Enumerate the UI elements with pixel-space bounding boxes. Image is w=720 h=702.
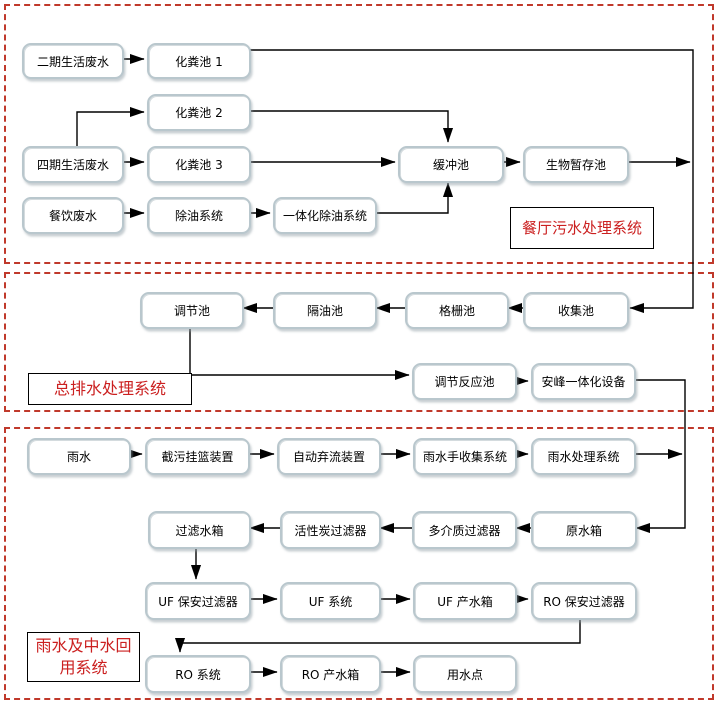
node-raw-water-tank: 原水箱	[531, 511, 637, 549]
node-filter-water-tank: 过滤水箱	[148, 511, 251, 549]
node-rainwater-collection-system: 雨水手收集系统	[413, 438, 517, 475]
node-auto-discard-device: 自动弃流装置	[277, 438, 381, 475]
node-septic-tank-3: 化粪池 3	[147, 146, 251, 183]
node-regulating-tank: 调节池	[140, 292, 244, 329]
node-uf-security-filter: UF 保安过滤器	[145, 582, 251, 620]
section-restaurant-sewage	[4, 4, 714, 264]
node-ro-system: RO 系统	[145, 655, 251, 693]
node-uf-product-tank: UF 产水箱	[413, 582, 517, 620]
arrow-regulating-to-reaction	[189, 325, 410, 381]
label-rain-reuse-system: 雨水及中水回用系统	[27, 632, 140, 682]
arrow-phase4-to-septic2	[76, 106, 145, 146]
label-restaurant-sewage-system: 餐厅污水处理系统	[510, 207, 654, 249]
node-septic-tank-2: 化粪池 2	[147, 94, 251, 131]
node-phase2-wastewater: 二期生活废水	[22, 43, 124, 79]
node-oil-removal-system: 除油系统	[147, 197, 251, 234]
node-septic-tank-1: 化粪池 1	[147, 43, 251, 79]
node-interception-basket-device: 截污挂篮装置	[145, 438, 250, 475]
node-ro-product-tank: RO 产水箱	[280, 655, 381, 693]
arrow-integrated-to-buffer	[373, 182, 454, 214]
node-regulating-reaction-tank: 调节反应池	[412, 363, 517, 400]
node-anfeng-integrated-equipment: 安峰一体化设备	[531, 363, 636, 400]
node-rainwater-treatment-system: 雨水处理系统	[531, 438, 636, 475]
arrow-septic2-to-buffer	[247, 110, 454, 143]
node-collection-tank: 收集池	[523, 292, 629, 329]
arrow-anfeng-to-rawtank	[632, 379, 686, 534]
node-multimedia-filter: 多介质过滤器	[412, 511, 517, 549]
arrow-rosec-to-rosys	[174, 616, 581, 653]
node-rainwater: 雨水	[27, 438, 131, 475]
node-bio-storage-tank: 生物暂存池	[523, 146, 629, 183]
node-oil-separation-tank: 隔油池	[273, 292, 377, 329]
node-ro-security-filter: RO 保安过滤器	[531, 582, 637, 620]
section-main-drainage	[4, 272, 714, 412]
node-uf-system: UF 系统	[280, 582, 381, 620]
arrow-septic1-to-collection	[247, 49, 694, 314]
node-buffer-tank: 缓冲池	[398, 146, 504, 183]
node-integrated-oil-removal: 一体化除油系统	[273, 197, 377, 234]
node-phase4-wastewater: 四期生活废水	[22, 146, 124, 183]
node-water-use-point: 用水点	[413, 655, 517, 693]
label-main-drainage-system: 总排水处理系统	[28, 373, 192, 405]
node-grid-tank: 格栅池	[405, 292, 509, 329]
section-rain-reuse	[4, 427, 714, 700]
node-activated-carbon-filter: 活性炭过滤器	[280, 511, 381, 549]
node-catering-wastewater: 餐饮废水	[22, 197, 124, 234]
